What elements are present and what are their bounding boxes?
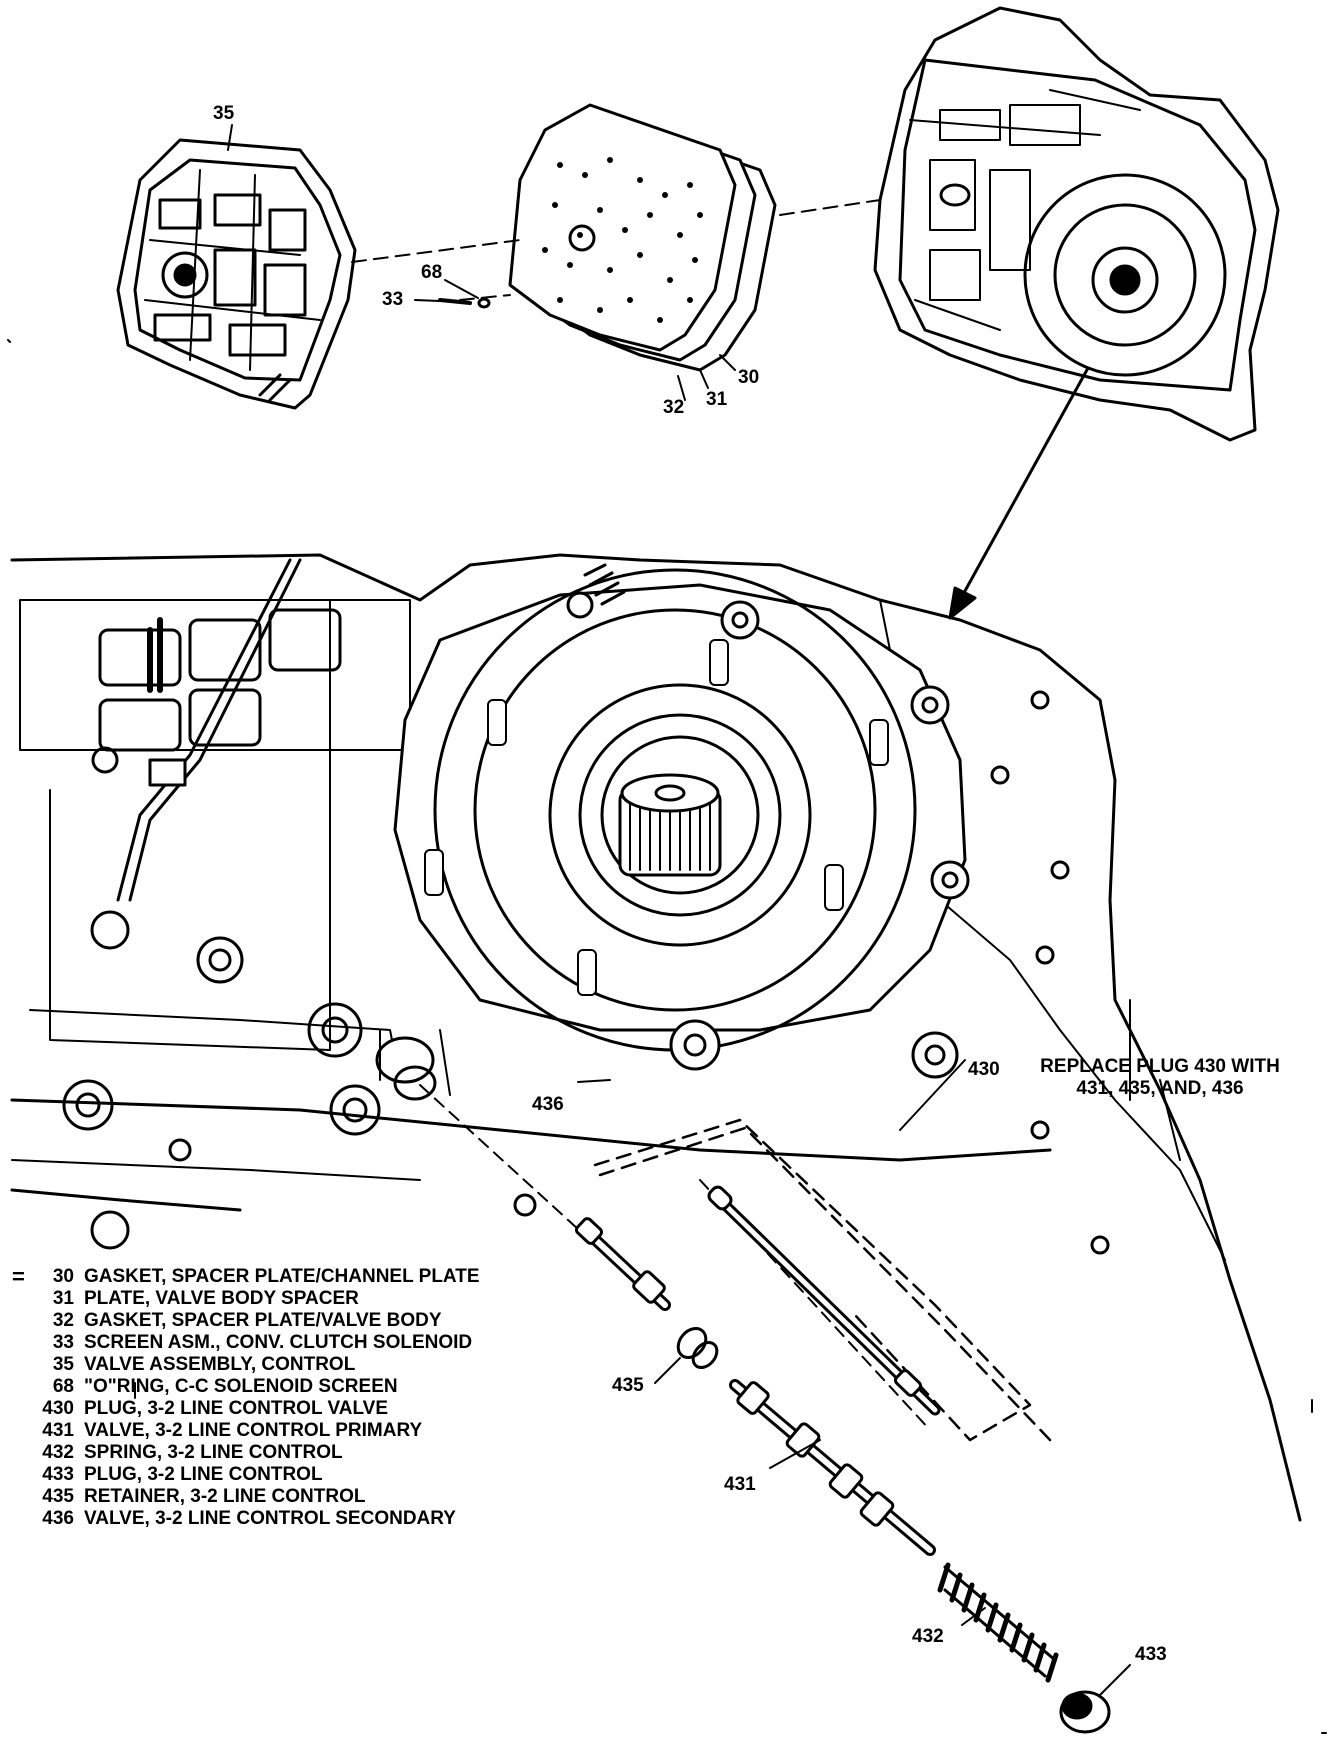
retainer-435 <box>676 1327 719 1370</box>
enlarged-case-view <box>10 553 1302 1522</box>
zoom-arrow <box>948 366 1090 620</box>
valve-assembly-35 <box>116 138 357 410</box>
spring-432 <box>937 1562 1059 1683</box>
callout-435: 435 <box>612 1375 644 1396</box>
note-line-1: REPLACE PLUG 430 WITH <box>1040 1056 1280 1077</box>
callout-431: 431 <box>724 1474 756 1495</box>
callout-68: 68 <box>421 262 443 283</box>
legend-marker: = <box>12 1264 25 1289</box>
callout-436: 436 <box>532 1094 564 1115</box>
spacer-plate-stack <box>508 103 777 372</box>
callout-30: 30 <box>738 367 760 388</box>
plug-430 <box>707 1185 941 1416</box>
misc-marks <box>7 339 1327 1734</box>
note-line-2: 431, 435, AND, 436 <box>1076 1078 1244 1099</box>
callout-31: 31 <box>706 389 728 410</box>
leader-lines <box>227 124 1131 1696</box>
replacement-note: REPLACE PLUG 430 WITH 431, 435, AND, 436 <box>1010 1056 1310 1100</box>
exploded-view-box <box>593 1118 1052 1442</box>
transmission-case <box>873 6 1280 442</box>
callout-33: 33 <box>382 289 404 310</box>
solenoid-screen-33 <box>438 297 491 309</box>
callout-432: 432 <box>912 1626 944 1647</box>
valve-431 <box>729 1379 936 1556</box>
valve-436 <box>574 1217 671 1311</box>
exploded-axis <box>419 1084 931 1431</box>
callout-32: 32 <box>663 397 685 418</box>
plug-433 <box>1059 1690 1111 1734</box>
alignment-lines <box>351 199 881 301</box>
callout-433: 433 <box>1135 1644 1167 1665</box>
callout-35: 35 <box>213 103 235 124</box>
legend-row: 68"O"RING, C-C SOLENOID SCREEN <box>52 1376 398 1397</box>
callout-430: 430 <box>968 1059 1000 1080</box>
